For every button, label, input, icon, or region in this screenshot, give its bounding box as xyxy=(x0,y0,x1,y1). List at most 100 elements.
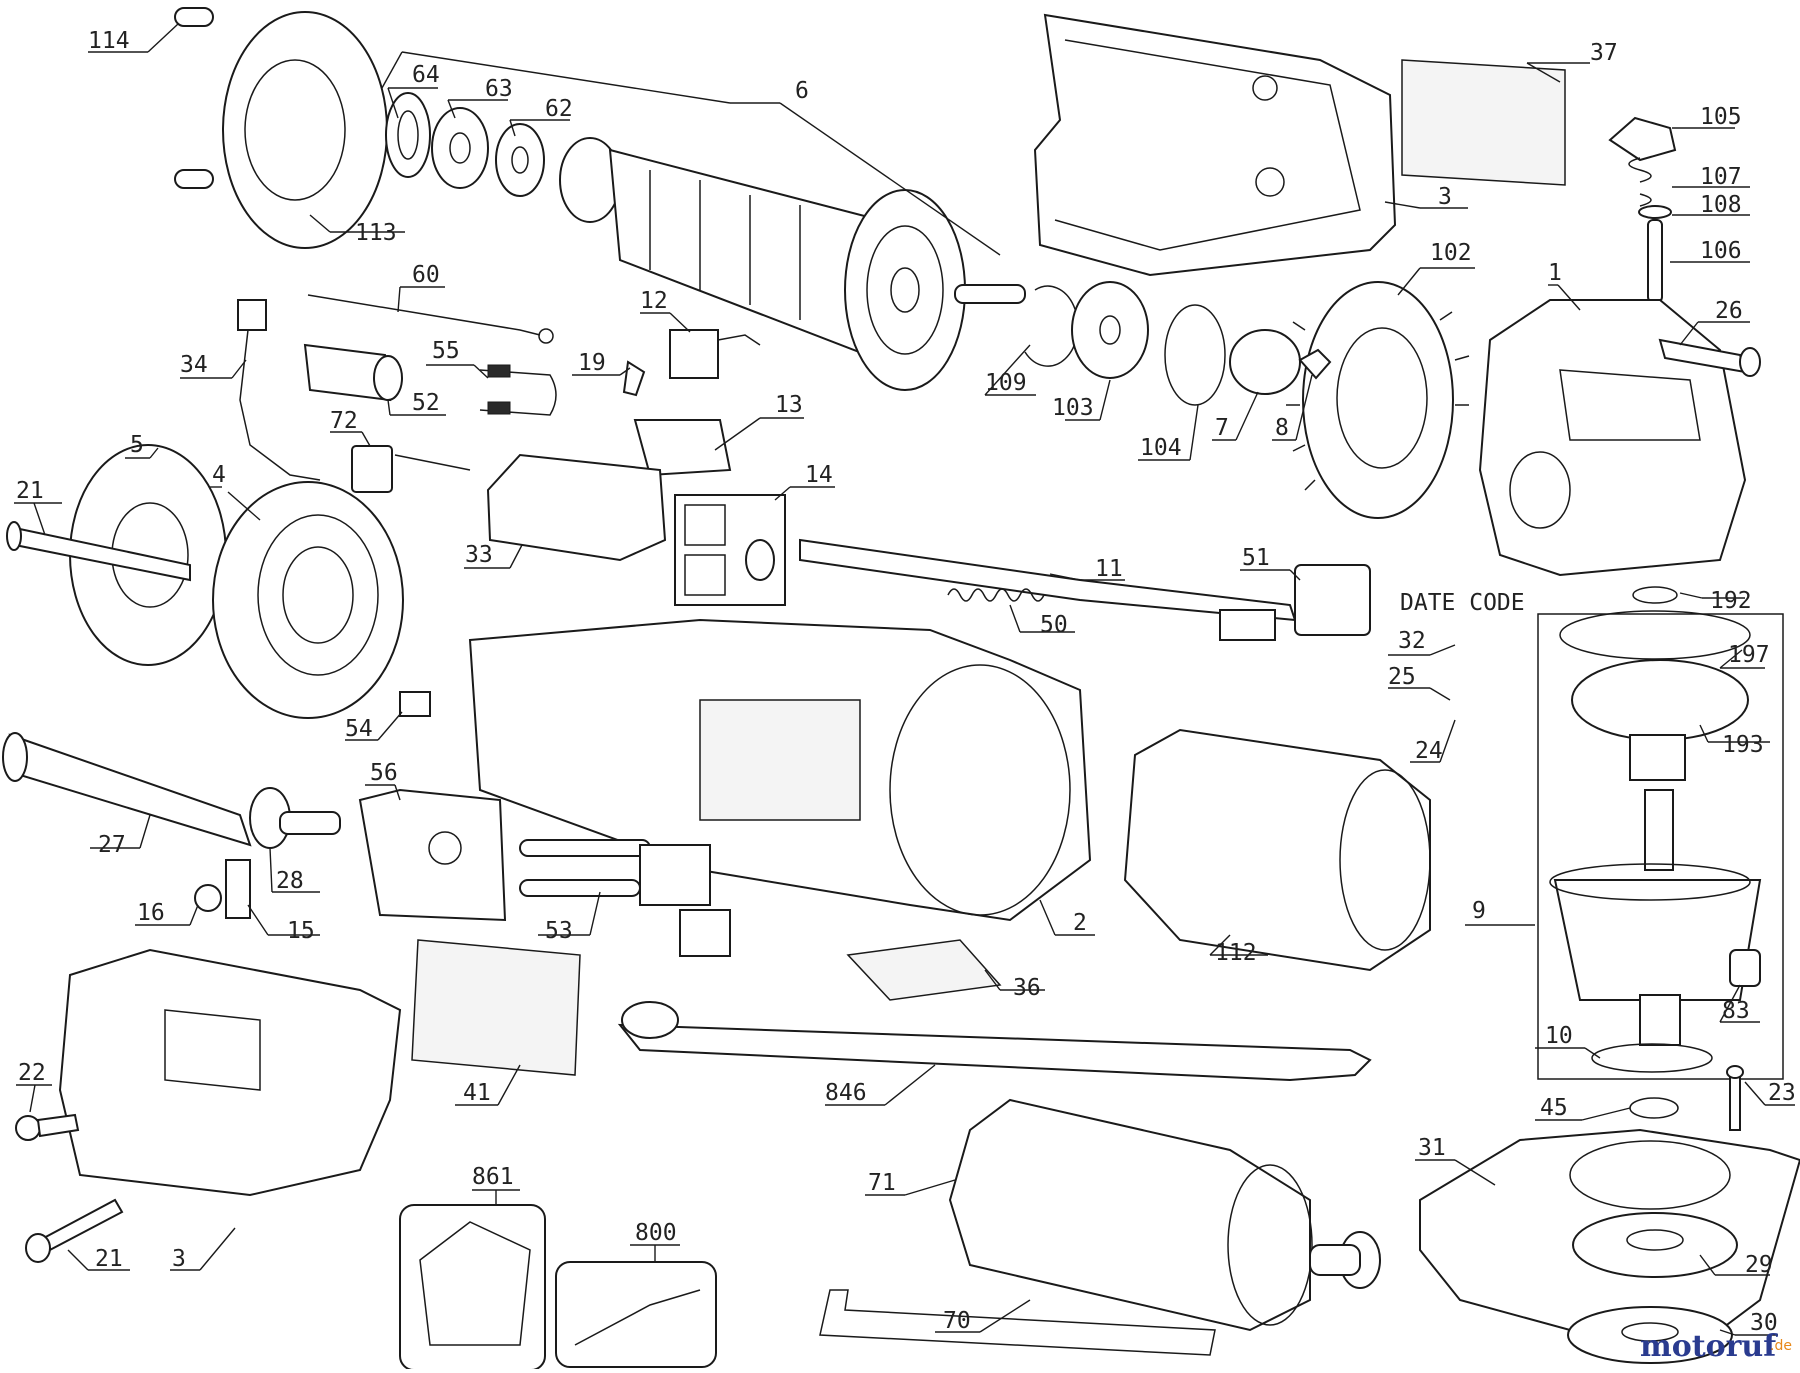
callout-41: 41 xyxy=(463,1080,491,1106)
callout-51: 51 xyxy=(1242,545,1270,571)
callout-54: 54 xyxy=(345,716,373,742)
callout-112: 112 xyxy=(1215,940,1257,966)
part-15-plate xyxy=(225,859,251,919)
part-4-fan-baffle xyxy=(212,481,404,719)
callout-6: 6 xyxy=(795,78,809,104)
callout-52: 52 xyxy=(412,390,440,416)
part-drawings xyxy=(2,7,1800,1371)
part-72-pad xyxy=(351,445,393,493)
part-9-gear-assembly-box xyxy=(1537,613,1784,1080)
callout-37: 37 xyxy=(1590,40,1618,66)
callout-56: 56 xyxy=(370,760,398,786)
callout-50: 50 xyxy=(1040,612,1068,638)
callout-193: 193 xyxy=(1722,732,1764,758)
part-21-screw-bottom xyxy=(38,1198,124,1254)
callout-labels: 114 113 64 63 62 6 37 3 105 107 108 106 … xyxy=(16,28,1796,1336)
part-23-screw xyxy=(1729,1074,1741,1131)
part-800-cord-box xyxy=(555,1261,717,1368)
callout-34: 34 xyxy=(180,352,208,378)
part-9-spindle-thread xyxy=(1639,994,1681,1046)
callout-33: 33 xyxy=(465,542,493,568)
callout-16: 16 xyxy=(137,900,165,926)
part-16-screw xyxy=(194,884,222,912)
part-7-bearing xyxy=(1229,329,1301,395)
callout-26: 26 xyxy=(1715,298,1743,324)
callout-60: 60 xyxy=(412,262,440,288)
part-36-label xyxy=(846,939,1002,1001)
part-30-flange-nut xyxy=(1567,1306,1733,1364)
callout-107: 107 xyxy=(1700,164,1742,190)
leader-lines xyxy=(14,23,1795,1336)
part-107-spring xyxy=(1628,157,1652,207)
part-62-washer xyxy=(495,123,545,197)
part-22-screw xyxy=(15,1115,41,1141)
part-3-housing-top xyxy=(1033,13,1397,277)
part-11-switch-rod-end xyxy=(1219,609,1276,641)
callout-71: 71 xyxy=(868,1170,896,1196)
callout-32: 32 xyxy=(1398,628,1426,654)
callout-8: 8 xyxy=(1275,415,1289,441)
callout-10: 10 xyxy=(1545,1023,1573,1049)
part-14-switch xyxy=(674,494,786,606)
callout-31: 31 xyxy=(1418,1135,1446,1161)
callout-2: 2 xyxy=(1073,910,1087,936)
callout-19: 19 xyxy=(578,350,606,376)
callout-25: 25 xyxy=(1388,664,1416,690)
part-56-circuit-board xyxy=(358,788,507,922)
callout-70: 70 xyxy=(943,1308,971,1334)
part-41-label xyxy=(411,939,581,1076)
callout-55: 55 xyxy=(432,338,460,364)
part-55-terminals xyxy=(479,369,557,416)
callout-15: 15 xyxy=(287,918,315,944)
part-12-brush xyxy=(669,329,719,379)
callout-53: 53 xyxy=(545,918,573,944)
callout-9: 9 xyxy=(1472,898,1486,924)
callout-83: 83 xyxy=(1722,998,1750,1024)
callout-28: 28 xyxy=(276,868,304,894)
callout-7: 7 xyxy=(1215,415,1229,441)
part-102-baffle xyxy=(1302,281,1454,519)
callout-102: 102 xyxy=(1430,240,1472,266)
part-29-flange xyxy=(1572,1212,1738,1278)
callout-197: 197 xyxy=(1728,642,1770,668)
callout-5: 5 xyxy=(130,432,144,458)
part-106-pin xyxy=(1647,219,1663,303)
callout-21-bottom: 21 xyxy=(95,1246,123,1272)
callout-846: 846 xyxy=(825,1080,867,1106)
part-27-side-handle xyxy=(8,733,252,847)
part-brush-lower xyxy=(679,909,731,957)
callout-1: 1 xyxy=(1548,260,1562,286)
part-8-nut xyxy=(1298,348,1332,380)
part-71-main-handle xyxy=(948,1098,1311,1332)
callout-861: 861 xyxy=(472,1164,514,1190)
part-60-lead-wire xyxy=(307,294,541,336)
part-13-brush-holder xyxy=(633,419,732,477)
part-64-bearing xyxy=(385,92,431,178)
watermark-suffix: .de xyxy=(1770,1338,1792,1354)
part-846-wrench xyxy=(617,1023,1372,1082)
part-3-housing-bottom xyxy=(58,948,402,1197)
callout-date-code: DATE CODE xyxy=(1400,590,1525,616)
part-51-slide-button xyxy=(1294,564,1371,636)
part-113-rear-cover xyxy=(222,11,388,249)
callout-29: 29 xyxy=(1745,1252,1773,1278)
callout-45: 45 xyxy=(1540,1095,1568,1121)
callout-14: 14 xyxy=(805,462,833,488)
part-105-lock-button xyxy=(1608,116,1677,162)
part-70-hex-key xyxy=(819,1289,1216,1356)
callout-4: 4 xyxy=(212,462,226,488)
part-83-lock xyxy=(1729,949,1761,987)
part-54-clip xyxy=(399,691,431,717)
part-197-o-ring xyxy=(1559,610,1751,660)
part-10-o-ring xyxy=(1591,1043,1713,1073)
callout-13: 13 xyxy=(775,392,803,418)
part-112-field xyxy=(1123,728,1431,972)
part-193-gear-hub xyxy=(1629,734,1686,781)
callout-109: 109 xyxy=(985,370,1027,396)
part-6-armature xyxy=(559,137,1026,391)
part-109-clip xyxy=(1024,285,1079,367)
callout-103: 103 xyxy=(1052,395,1094,421)
part-brush-holder-lower xyxy=(639,844,711,906)
